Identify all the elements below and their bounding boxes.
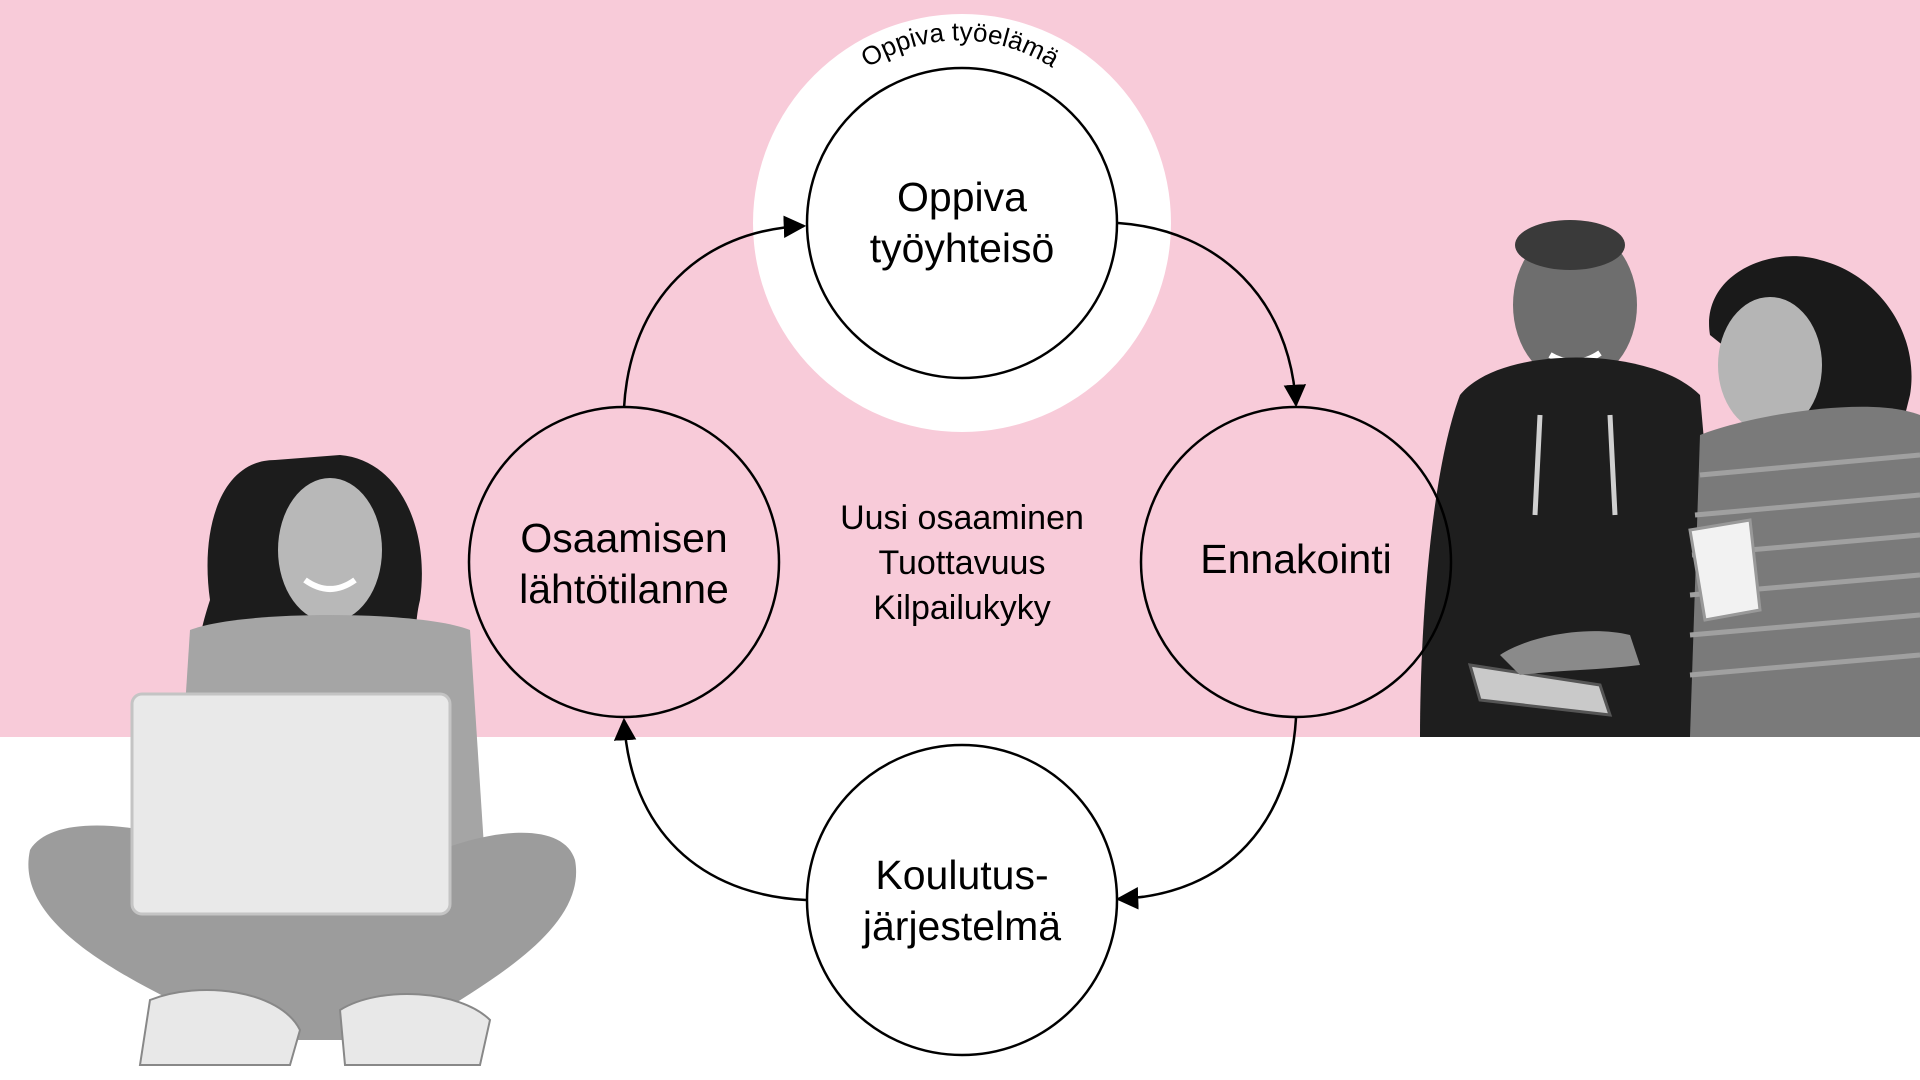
node-bottom-label: Koulutus- järjestelmä xyxy=(812,850,1112,952)
node-left-line2: lähtötilanne xyxy=(519,566,729,612)
node-bottom-line1: Koulutus- xyxy=(875,852,1049,898)
node-bottom-line2: järjestelmä xyxy=(862,903,1062,949)
node-circle-top xyxy=(805,66,1119,380)
node-left-label: Osaamisen lähtötilanne xyxy=(474,513,774,615)
node-circle-bottom xyxy=(805,743,1119,1057)
center-line-2: Tuottavuus xyxy=(878,544,1046,582)
node-right-label: Ennakointi xyxy=(1146,534,1446,585)
node-top-label: Oppiva työyhteisö xyxy=(812,172,1112,274)
node-circle-left xyxy=(467,405,781,719)
arrow-left-to-top xyxy=(622,215,807,409)
center-line-1: Uusi osaaminen xyxy=(840,499,1084,537)
arrow-bottom-to-left xyxy=(613,717,807,902)
center-outcomes: Uusi osaaminen Tuottavuus Kilpailukyky xyxy=(780,496,1144,631)
node-right-line1: Ennakointi xyxy=(1200,536,1392,582)
arrow-top-to-right xyxy=(1117,221,1307,408)
node-left-line1: Osaamisen xyxy=(520,515,728,561)
arrow-right-to-bottom xyxy=(1115,717,1298,910)
two-people-with-phone-photo xyxy=(1420,220,1920,737)
node-top-line1: Oppiva xyxy=(897,174,1027,220)
node-circle-right xyxy=(1139,405,1453,719)
center-line-3: Kilpailukyky xyxy=(873,589,1051,627)
woman-with-laptop-photo xyxy=(28,455,577,1066)
node-top-line2: työyhteisö xyxy=(869,225,1055,271)
